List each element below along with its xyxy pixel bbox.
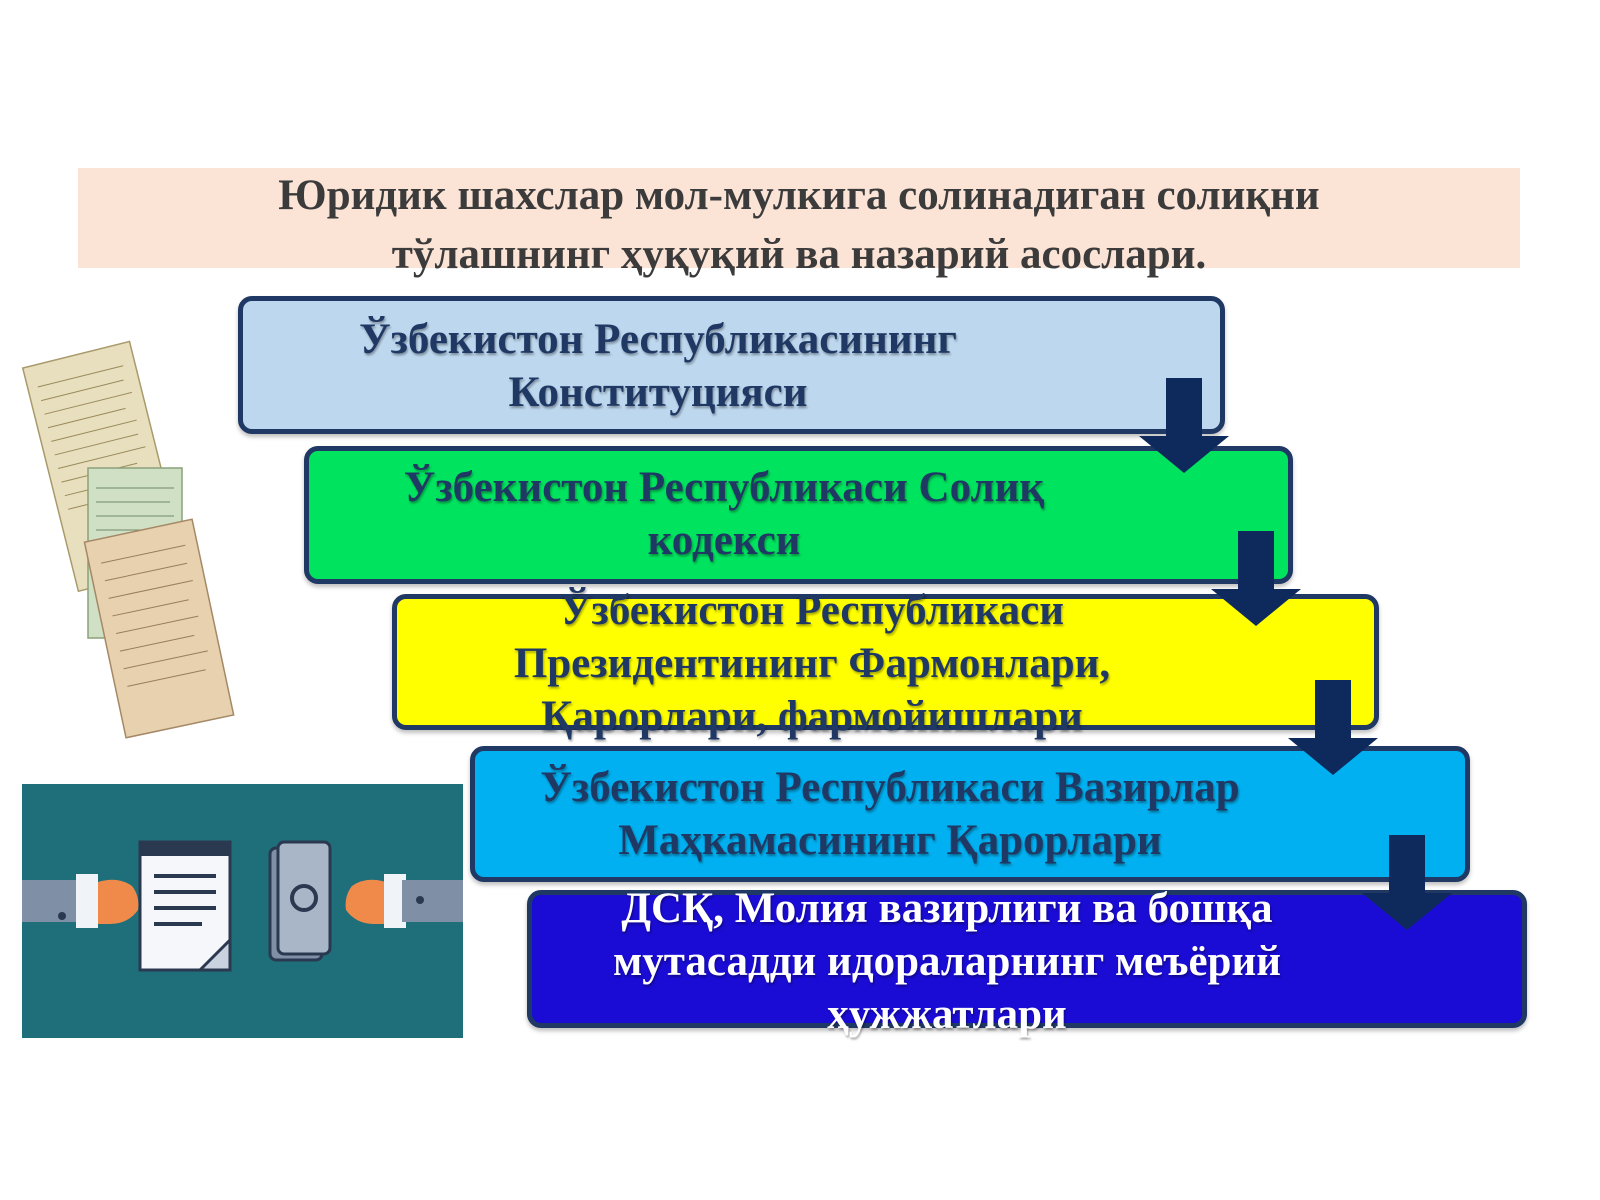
step-box-presidential-decrees	[392, 594, 1379, 730]
step-label-cabinet-resolutions: Ўзбекистон Республикаси Вазирлар Маҳкама…	[540, 764, 1240, 864]
step-label-presidential-decrees: Ўзбекистон Республикаси Президентининг Ф…	[513, 587, 1111, 740]
step-box-constitution	[238, 296, 1225, 434]
title-background	[78, 168, 1520, 268]
step-label-constitution: Ўзбекистон Республикасининг Конституцияс…	[359, 316, 957, 416]
page-title: Юридик шахслар мол-мулкига солинадиган с…	[278, 172, 1320, 278]
step-label-normative-documents: ДСҚ, Молия вазирлиги ва бошқа мутасадди …	[612, 885, 1282, 1038]
arrow-down-icon	[1362, 835, 1452, 930]
arrow-down-icon	[1139, 378, 1229, 473]
step-box-cabinet-resolutions	[470, 746, 1470, 882]
documents-illustration	[21, 340, 235, 739]
arrow-down-icon	[1288, 680, 1378, 775]
arrow-down-icon	[1211, 531, 1301, 626]
handshake-exchange-illustration	[22, 784, 463, 1038]
step-label-tax-code: Ўзбекистон Республикаси Солиқ кодекси	[403, 464, 1045, 564]
step-box-tax-code	[304, 446, 1293, 584]
step-box-normative-documents	[527, 890, 1527, 1028]
